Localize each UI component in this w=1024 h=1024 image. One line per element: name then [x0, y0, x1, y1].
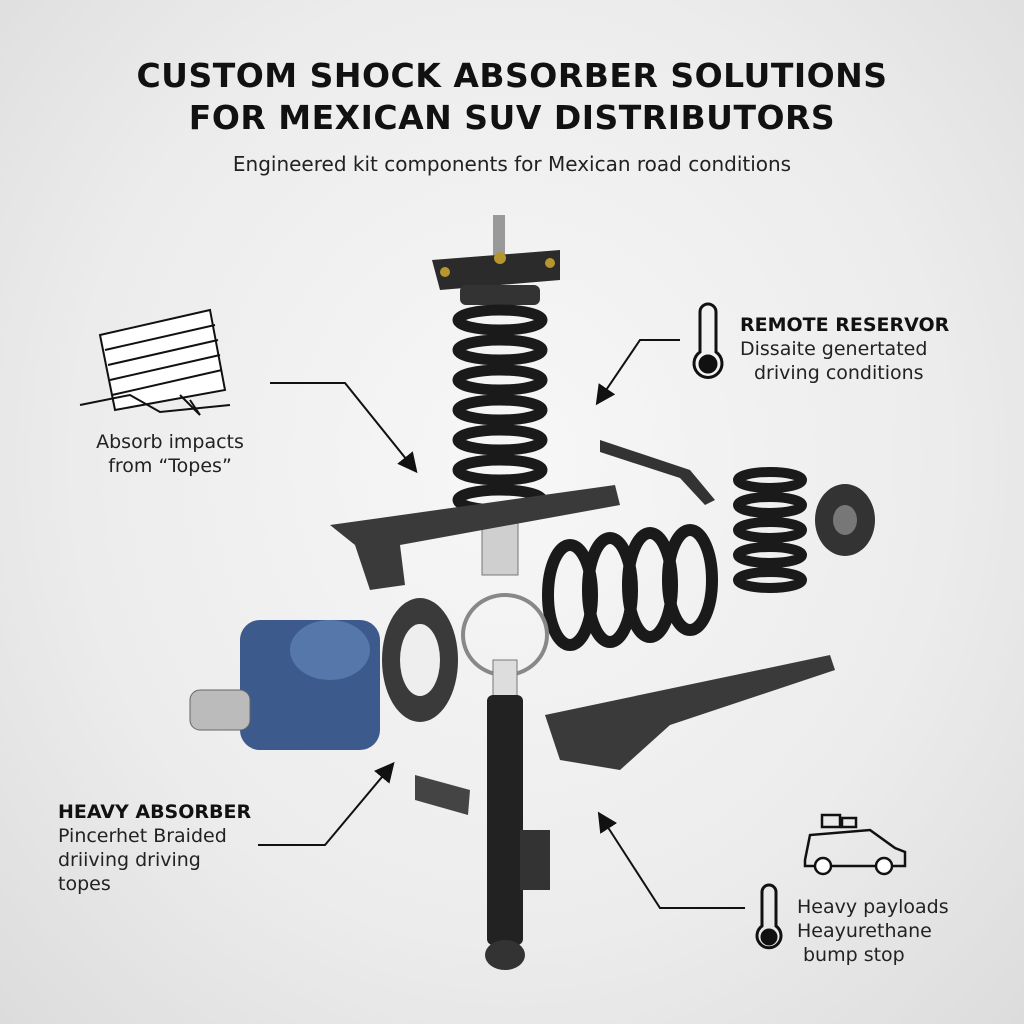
coil-spring-small [733, 467, 807, 593]
arrow-topes [270, 382, 418, 474]
subtitle: Engineered kit components for Mexican ro… [232, 152, 792, 176]
spacer-ring [382, 598, 458, 722]
callout-payloads: Heavy payloads Heayurethane bump stop [797, 895, 949, 967]
callout-topes: Absorb impacts from “Topes” [85, 430, 255, 478]
arrow-payloads [597, 811, 745, 909]
differential-housing [189, 620, 380, 750]
payloads-line-1: Heavy payloads [797, 896, 949, 918]
sway-link [600, 440, 715, 505]
heavy-absorber-line-3: topes [58, 873, 111, 895]
coilover-strut [330, 215, 620, 590]
thermometer-icon [692, 302, 724, 379]
topes-line-1: Absorb impacts [96, 431, 244, 453]
callout-remote-reservoir: REMOTE RESERVOR Dissaite genertated driv… [740, 313, 949, 385]
shock-absorber [485, 659, 550, 970]
title-line-2: FOR MEXICAN SUV DISTRIBUTORS [188, 98, 836, 137]
reservoir-line-1: Dissaite genertated [740, 338, 928, 360]
reservoir-heading: REMOTE RESERVOR [740, 314, 950, 336]
payloads-line-3: bump stop [803, 944, 905, 966]
hub-flange [815, 484, 875, 556]
arrow-reservoir [595, 339, 680, 406]
suv-icon [803, 813, 907, 876]
control-arm [545, 655, 835, 770]
heavy-absorber-line-2: driiving driving [58, 849, 201, 871]
arrow-heavy [258, 761, 395, 846]
payloads-line-2: Heayurethane [797, 920, 932, 942]
page-title: CUSTOM SHOCK ABSORBER SOLUTIONS FOR MEXI… [0, 55, 1024, 139]
tire-bump-icon [79, 308, 231, 416]
thermometer-icon [755, 883, 783, 950]
topes-line-2: from “Topes” [108, 455, 232, 477]
bracket-plate [415, 775, 470, 815]
heavy-absorber-line-1: Pincerhet Braided [58, 825, 227, 847]
title-line-1: CUSTOM SHOCK ABSORBER SOLUTIONS [136, 56, 888, 95]
callout-heavy-absorber: HEAVY ABSORBER Pincerhet Braided driivin… [58, 800, 251, 896]
heavy-absorber-heading: HEAVY ABSORBER [58, 801, 252, 823]
coil-spring-large [542, 524, 718, 651]
reservoir-line-2: driving conditions [754, 362, 924, 384]
